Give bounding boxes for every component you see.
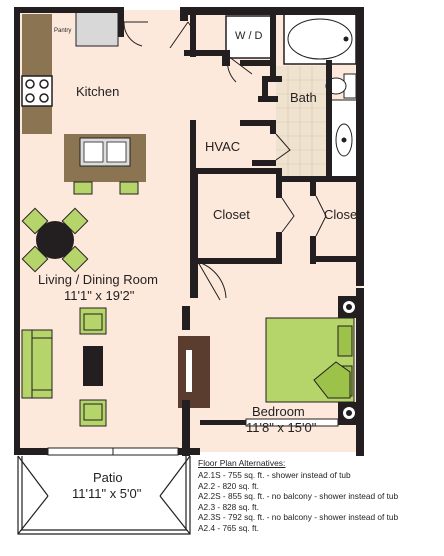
- kitchen-counter-left: [22, 14, 52, 134]
- door-swings: [123, 21, 327, 301]
- nightstand-lamps: [338, 296, 360, 424]
- bed: [265, 317, 355, 403]
- alternative-item: A2.1S - 755 sq. ft. - shower instead of …: [198, 470, 351, 480]
- bathtub: [283, 13, 357, 65]
- armchair-top: [79, 307, 107, 335]
- sofa: [21, 329, 53, 399]
- kitchen-sink: [79, 137, 131, 167]
- tv-console: [178, 336, 210, 408]
- bedroom-label: Bedroom: [252, 404, 305, 419]
- bath-vanity: [329, 99, 359, 179]
- patio-label: Patio: [93, 470, 123, 485]
- alternatives-list: A2.1S - 755 sq. ft. - shower instead of …: [198, 470, 398, 534]
- living-label: Living / Dining Room: [38, 272, 158, 287]
- alternative-item: A2.2S - 855 sq. ft. - no balcony - showe…: [198, 491, 399, 502]
- alternative-item: A2.4 - 765 sq. ft.: [198, 522, 259, 533]
- patio-railing: [17, 455, 191, 535]
- walls: [14, 7, 364, 456]
- coffee-table: [83, 346, 103, 386]
- patio-dimensions: 11'11" x 5'0": [72, 486, 142, 501]
- pantry-label: Pantry: [54, 28, 72, 34]
- bar-stools: [73, 181, 139, 195]
- closet-left-label: Closet: [213, 207, 250, 222]
- alternative-item: A2.3S - 792 sq. ft. - no balcony - showe…: [198, 512, 399, 523]
- pantry-box: [75, 11, 119, 47]
- bath-tile-grid: [276, 66, 326, 178]
- sliding-door: [47, 447, 179, 456]
- alternative-item: A2.2 - 820 sq. ft.: [198, 480, 259, 491]
- alternative-item: A2.3 - 828 sq. ft.: [198, 501, 259, 512]
- wd-label: W / D: [235, 30, 263, 42]
- closet-right-label: Closet: [324, 207, 361, 222]
- bath-label: Bath: [290, 90, 317, 105]
- dining-set: [21, 207, 89, 273]
- armchair-bottom: [79, 399, 107, 427]
- alternatives-title: Floor Plan Alternatives:: [198, 458, 286, 468]
- living-dimensions: 11'1" x 19'2": [64, 288, 135, 303]
- window-bedroom: [245, 418, 339, 427]
- hvac-label: HVAC: [205, 139, 241, 154]
- bedroom-dimensions: 11'8" x 15'0": [246, 420, 317, 435]
- kitchen-label: Kitchen: [76, 84, 120, 99]
- stove: [21, 75, 53, 107]
